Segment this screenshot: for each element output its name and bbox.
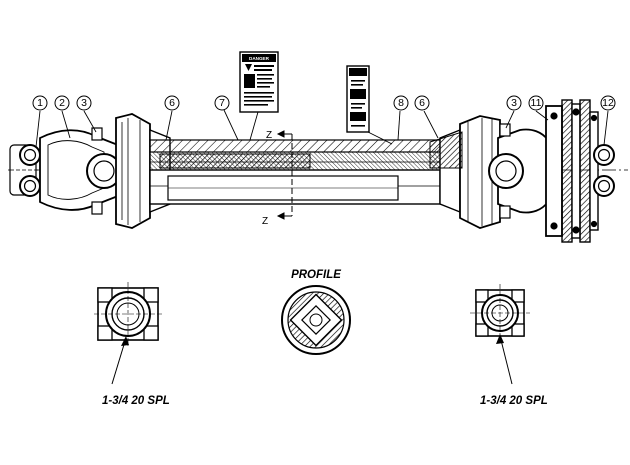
- section-z-indicator: [276, 130, 293, 220]
- callout-11: 11: [531, 97, 542, 109]
- left-yoke-ears: [9, 144, 48, 197]
- callout-3: 3: [81, 97, 87, 109]
- right-view-leader: [496, 334, 513, 385]
- callout-bubble-3: [76, 95, 92, 111]
- callout-7: 7: [219, 97, 225, 109]
- callout-bubble-7: [214, 95, 230, 111]
- warning-decal: [346, 65, 370, 133]
- callout-8: 8: [398, 97, 404, 109]
- section-mark-bottom: Z: [262, 216, 268, 227]
- slip-clutch: [545, 99, 599, 243]
- left-yoke: [39, 127, 122, 215]
- callout-12: 12: [602, 97, 614, 109]
- callout-bubble-6-left: [164, 95, 180, 111]
- right-yoke-ears: [593, 144, 615, 197]
- callout-bubble-12: [600, 95, 616, 111]
- callout-bubble-8: [393, 95, 409, 111]
- danger-decal: DANGER: [239, 51, 279, 113]
- section-mark-top: Z: [266, 130, 272, 141]
- callout-6-right: 6: [419, 97, 425, 109]
- right-end-view: [470, 284, 530, 342]
- callout-bubble-1: [32, 95, 48, 111]
- telescoping-section-hatch: [159, 153, 311, 169]
- left-view-caption: 1-3/4 20 SPL: [102, 395, 170, 407]
- callout-2: 2: [59, 97, 65, 109]
- profile-title: PROFILE: [291, 269, 341, 281]
- profile-section: [281, 285, 351, 355]
- callout-leaders: [35, 109, 609, 148]
- danger-decal-title: DANGER: [249, 56, 270, 61]
- callout-1: 1: [37, 97, 43, 109]
- callout-bubble-6-right: [414, 95, 430, 111]
- right-view-caption: 1-3/4 20 SPL: [480, 395, 548, 407]
- callout-bubble-3-right: [506, 95, 522, 111]
- callout-bubble-2: [54, 95, 70, 111]
- inner-tube: [167, 175, 399, 201]
- right-section-hatch: [429, 131, 463, 169]
- callout-3-right: 3: [511, 97, 517, 109]
- callout-6-left: 6: [169, 97, 175, 109]
- callout-bubble-11: [528, 95, 544, 111]
- driveline-assembly: [8, 99, 628, 243]
- right-yoke: [488, 123, 549, 219]
- left-view-leader: [111, 336, 129, 385]
- left-end-view: [94, 282, 162, 346]
- callout-bubbles: [32, 95, 616, 111]
